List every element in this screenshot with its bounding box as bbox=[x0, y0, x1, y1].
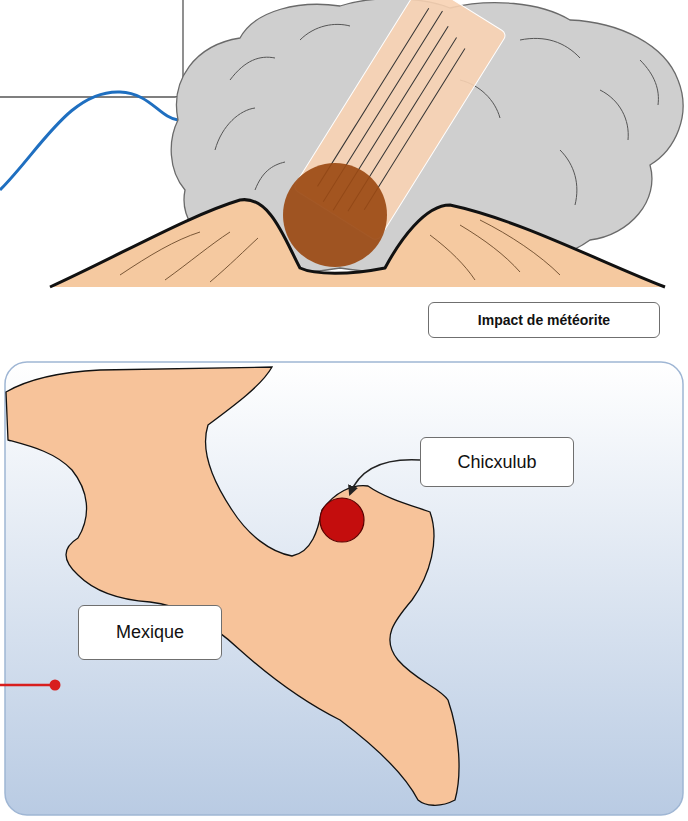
impact-site bbox=[320, 498, 364, 542]
caption-box: Impact de météorite bbox=[428, 302, 660, 338]
place-label: Chicxulub bbox=[420, 437, 574, 487]
meteorite bbox=[283, 163, 387, 267]
red-dot bbox=[50, 680, 61, 691]
leader-arrow bbox=[350, 460, 420, 494]
label-text: Mexique bbox=[116, 622, 184, 643]
cut-box bbox=[0, 0, 183, 97]
country-label: Mexique bbox=[78, 605, 222, 660]
label-text: Chicxulub bbox=[457, 452, 536, 473]
red-leader bbox=[0, 684, 55, 687]
label-text: Impact de météorite bbox=[478, 312, 610, 328]
mexico-map bbox=[6, 367, 459, 805]
map-panel bbox=[5, 362, 683, 815]
blue-line bbox=[0, 92, 178, 190]
